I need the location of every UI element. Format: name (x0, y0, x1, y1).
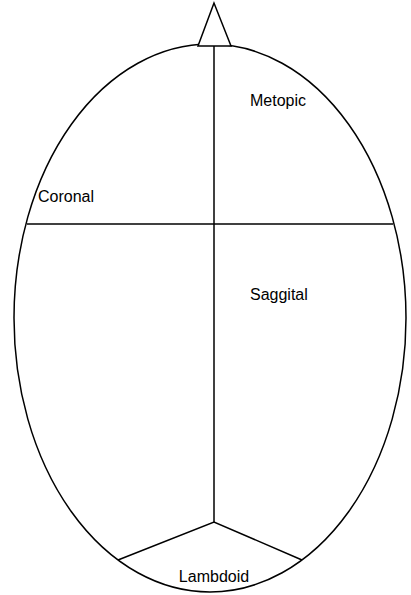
suture-label: Coronal (38, 188, 94, 206)
coronal-line (27, 223, 393, 225)
lambdoid-line (118, 522, 302, 560)
suture-label: Lambdoid (179, 568, 249, 586)
skull-outline (14, 44, 406, 592)
metopic-sagittal-line (213, 46, 215, 522)
suture-label: Saggital (250, 286, 308, 304)
nose-marker (198, 3, 231, 46)
suture-label: Metopic (250, 92, 306, 110)
